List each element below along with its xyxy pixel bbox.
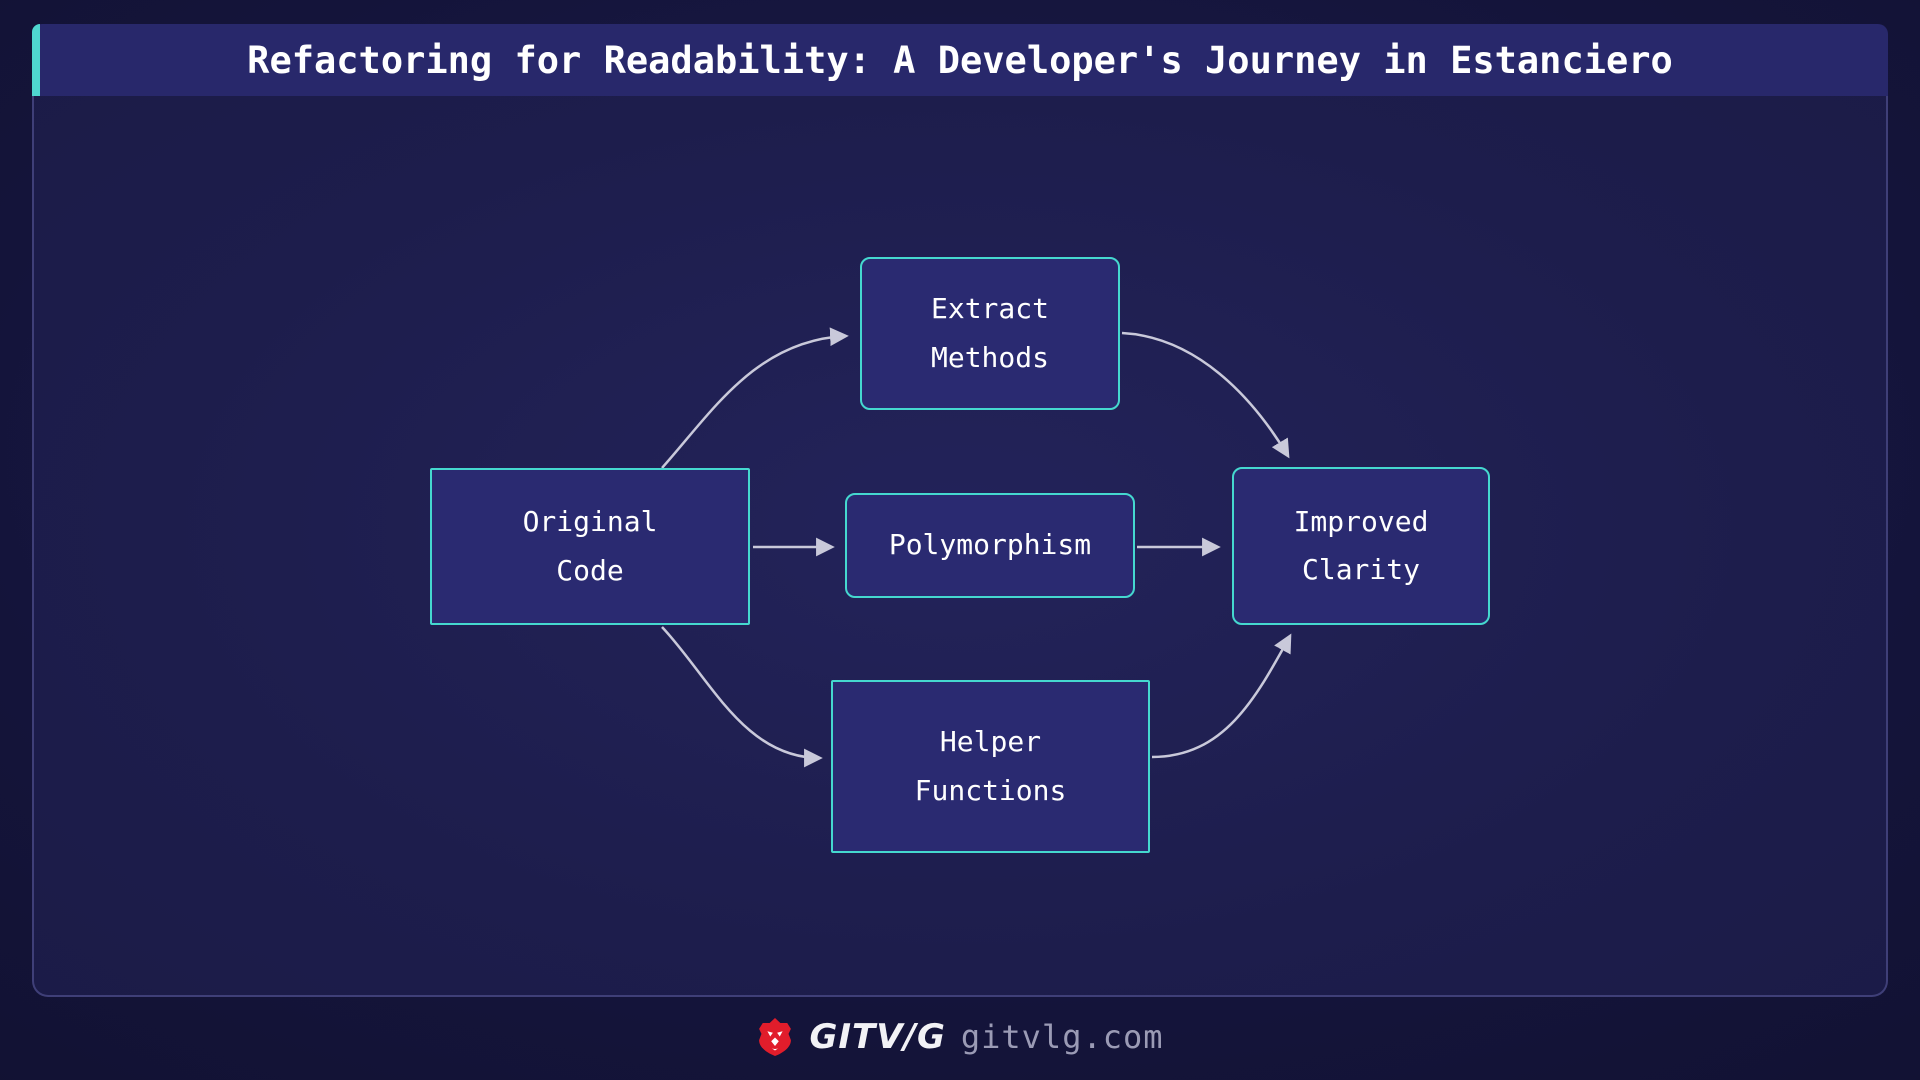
node-helper-functions: Helper Functions xyxy=(831,680,1150,853)
node-improved-clarity: Improved Clarity xyxy=(1232,467,1490,625)
page-title: Refactoring for Readability: A Developer… xyxy=(247,38,1673,82)
site-url: gitvlg.com xyxy=(960,1018,1164,1056)
node-original-code: Original Code xyxy=(430,468,750,625)
lion-icon xyxy=(756,1016,794,1058)
node-polymorphism: Polymorphism xyxy=(845,493,1135,598)
footer-brand-bar: GITV/G gitvlg.com xyxy=(0,1006,1920,1068)
node-extract-methods: Extract Methods xyxy=(860,257,1120,410)
title-accent-bar xyxy=(32,24,40,96)
title-bar: Refactoring for Readability: A Developer… xyxy=(32,24,1888,96)
brand-name: GITV/G xyxy=(809,1017,946,1057)
